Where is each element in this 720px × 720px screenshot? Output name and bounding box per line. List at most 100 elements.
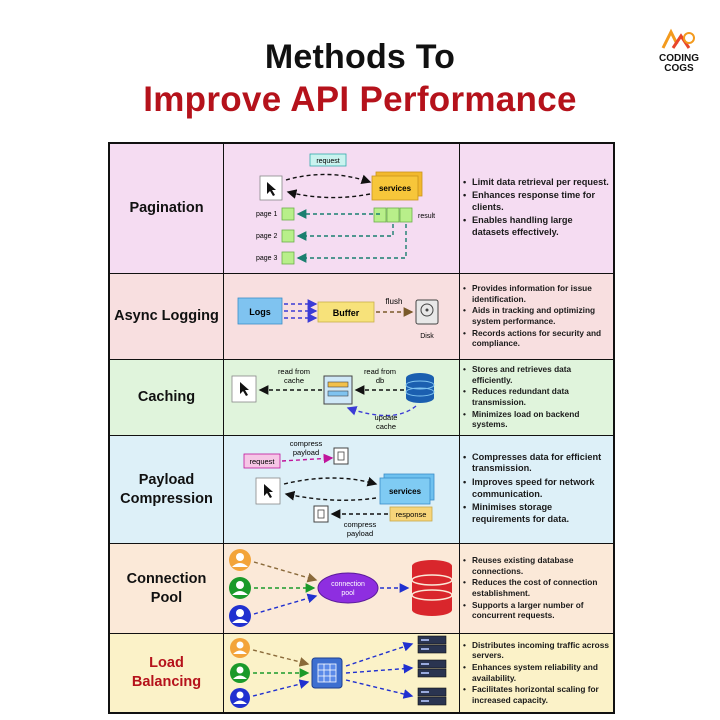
caching-diagram: read from cache read from db update cach… (224, 360, 460, 435)
pool-label: pool (341, 590, 355, 597)
request-label-box (309, 153, 347, 167)
server-rack-icon (417, 659, 447, 678)
bullet: Stores and retrieves data efficiently. (463, 364, 610, 385)
page-box (281, 251, 295, 265)
services-label: services (389, 487, 422, 496)
services-box (379, 477, 431, 505)
read-cache-label: cache (284, 376, 304, 385)
method-name: Load Balancing (110, 634, 224, 712)
flush-label: flush (386, 297, 403, 306)
brand-name-line-1: CODING (659, 53, 699, 64)
read-db-label: read from (364, 367, 396, 376)
bullet: Enhances system reliability and availabi… (463, 662, 610, 683)
balancer-to-server-arrow (345, 679, 414, 699)
disk-icon (415, 299, 439, 325)
method-description: Reuses existing database connections. Re… (460, 544, 613, 633)
row-pagination: Pagination request services result (110, 144, 613, 274)
response-box (389, 506, 433, 522)
bullet: Reduces the cost of connection establish… (463, 577, 610, 598)
page-label: page 1 (256, 211, 278, 218)
cursor-icon (267, 182, 276, 196)
method-name: Caching (110, 360, 224, 435)
row-payload-compression: Payload Compression request compress pay… (110, 436, 613, 544)
bullet: Minimises storage requirements for data. (463, 502, 610, 525)
brand-logo: CODING COGS (650, 28, 708, 74)
connection-pool-node (317, 572, 379, 604)
compress-request-arrow (281, 453, 334, 464)
methods-table: Pagination request services result (108, 142, 615, 714)
page-2-arrow (296, 224, 394, 241)
bullet: Records actions for security and complia… (463, 328, 610, 349)
cursor-icon (240, 382, 249, 396)
result-cell (399, 207, 413, 223)
request-label: request (316, 158, 339, 165)
result-cell (373, 207, 387, 223)
page-title-line-1: Methods To (264, 38, 456, 76)
bullet: Limit data retrieval per request. (463, 177, 610, 189)
update-cache-label: cache (376, 422, 396, 431)
connection-pool-diagram: connection pool (224, 544, 460, 633)
user-icon-green (230, 663, 250, 683)
update-cache-label: update (375, 413, 398, 422)
update-cache-arrow (346, 405, 417, 417)
user-icon-green (229, 577, 251, 599)
row-caching: Caching read from cache read from db (110, 360, 613, 436)
compressed-file-icon (313, 505, 329, 523)
disk-label: Disk (420, 333, 434, 340)
compressed-file-icon (333, 447, 349, 465)
request-arrow (283, 476, 378, 487)
request-label: request (249, 457, 275, 466)
database-icon (411, 560, 453, 616)
cog-logo-icon (661, 28, 695, 49)
user-to-balancer-arrow (252, 679, 310, 697)
request-box (243, 453, 281, 469)
pool-label: connection (331, 581, 365, 588)
server-rack-icon (417, 687, 447, 706)
logs-label: Logs (249, 307, 271, 317)
method-name: Connection Pool (110, 544, 224, 633)
bullet: Reduces redundant data transmission. (463, 386, 610, 407)
read-cache-label: read from (278, 367, 310, 376)
result-label: result (418, 213, 435, 220)
cache-server-icon (323, 375, 353, 405)
services-box (371, 175, 419, 201)
method-description: Distributes incoming traffic across serv… (460, 634, 613, 712)
load-balancing-diagram (224, 634, 460, 712)
bullet: Enhances response time for clients. (463, 190, 610, 213)
payload-compression-diagram: request compress payload services respon… (224, 436, 460, 543)
bullet: Supports a larger number of concurrent r… (463, 600, 610, 621)
request-arrow (285, 173, 372, 184)
bullet: Provides information for issue identific… (463, 283, 610, 304)
async-logging-diagram: Logs Buffer flush Disk (224, 274, 460, 359)
disk-icon-platter (420, 303, 434, 317)
bullet: Enables handling large datasets effectiv… (463, 215, 610, 238)
cursor-icon (264, 484, 273, 498)
page-3-arrow (296, 224, 407, 263)
bullet: Compresses data for efficient transmissi… (463, 452, 610, 475)
row-async-logging: Async Logging Logs Buffer flush Dis (110, 274, 613, 360)
services-label: services (379, 184, 412, 193)
compress-top-label: payload (293, 448, 319, 457)
user-to-pool-arrow (253, 561, 318, 583)
balancer-to-server-arrow (345, 663, 414, 674)
method-description: Limit data retrieval per request. Enhanc… (460, 144, 613, 273)
compress-bottom-label: payload (347, 529, 373, 538)
page-box (281, 229, 295, 243)
row-connection-pool: Connection Pool (110, 544, 613, 634)
page-box (281, 207, 295, 221)
result-cell (386, 207, 400, 223)
user-icon-orange (230, 638, 250, 658)
brand-name-line-2: COGS (664, 63, 694, 74)
page-label: page 3 (256, 255, 278, 262)
load-balancer-icon (311, 657, 343, 689)
page-title-line-2: Improve API Performance (143, 80, 577, 119)
pagination-diagram: request services result page 1 page 2 pa… (224, 144, 460, 273)
method-description: Compresses data for efficient transmissi… (460, 436, 613, 543)
row-load-balancing: Load Balancing (110, 634, 613, 712)
bullet: Facilitates horizontal scaling for incre… (463, 684, 610, 705)
user-icon-blue (230, 688, 250, 708)
method-name: Pagination (110, 144, 224, 273)
balancer-to-server-arrow (345, 642, 414, 667)
method-description: Provides information for issue identific… (460, 274, 613, 359)
compress-top-label: compress (290, 439, 323, 448)
